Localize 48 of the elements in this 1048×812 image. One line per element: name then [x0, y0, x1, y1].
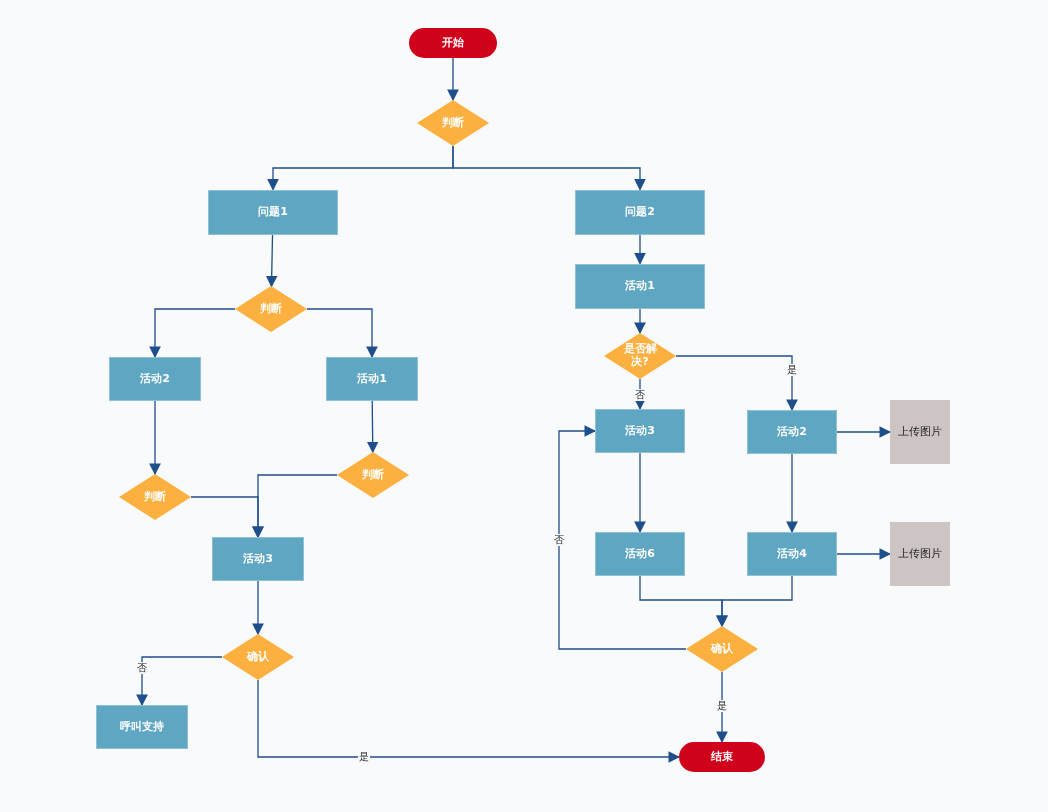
arrow [634, 307, 646, 335]
process-box: 呼叫支持 [96, 705, 188, 749]
arrow [836, 548, 892, 560]
edge-label: 否 [634, 389, 646, 401]
edge-label: 否 [553, 534, 565, 546]
arrow [306, 308, 378, 359]
process-box: 问题1 [208, 189, 338, 235]
arrow [452, 145, 646, 191]
decision-diamond: 判断 [119, 474, 191, 520]
process-box: 活动4 [747, 532, 837, 576]
arrow [257, 679, 681, 763]
arrow [136, 656, 223, 707]
edge-label: 是 [716, 700, 728, 712]
arrow [836, 426, 892, 438]
decision-diamond: 确认 [222, 634, 294, 680]
process-box: 活动3 [212, 537, 304, 581]
process-box: 活动3 [595, 409, 685, 453]
decision-diamond: 判断 [417, 100, 489, 146]
arrow [634, 233, 646, 265]
terminal-pill: 结束 [679, 742, 765, 772]
arrow [675, 355, 798, 412]
arrow [252, 580, 264, 636]
arrow [447, 57, 459, 102]
image-placeholder-box: 上传图片 [890, 400, 950, 464]
process-box: 活动2 [747, 410, 837, 454]
arrow [786, 453, 798, 534]
decision-diamond: 是否解决? [604, 333, 676, 379]
terminal-pill: 开始 [409, 28, 497, 58]
edge-label: 否 [136, 662, 148, 674]
arrow [716, 575, 793, 628]
edge-label: 是 [786, 364, 798, 376]
process-box: 活动1 [326, 357, 418, 401]
edge-label: 是 [358, 751, 370, 763]
decision-diamond: 判断 [337, 452, 409, 498]
arrow [252, 474, 338, 539]
arrow [149, 400, 161, 476]
arrow [366, 400, 379, 454]
process-box: 活动6 [595, 532, 685, 576]
arrow [558, 425, 687, 650]
process-box: 问题2 [575, 189, 705, 235]
arrow [634, 452, 646, 534]
process-box: 活动1 [575, 263, 705, 309]
arrow [265, 233, 278, 288]
image-placeholder-box: 上传图片 [890, 522, 950, 586]
process-box: 活动2 [109, 357, 201, 401]
arrow [149, 308, 236, 359]
decision-diamond: 判断 [235, 286, 307, 332]
decision-diamond: 确认 [686, 626, 758, 672]
